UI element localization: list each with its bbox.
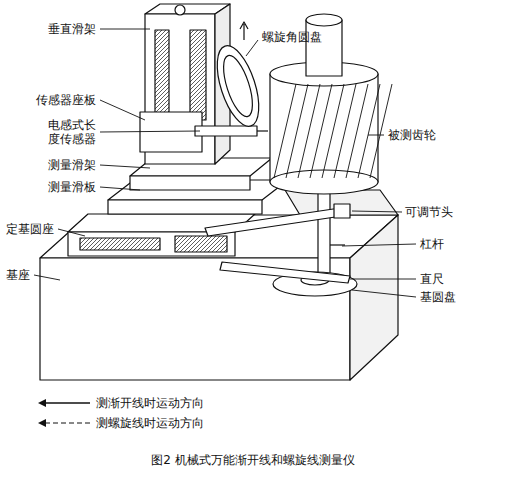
part-label: 被测齿轮 [388, 128, 436, 142]
gear-tooth [346, 84, 368, 178]
column-guide [190, 30, 206, 120]
lever-pin [330, 244, 345, 245]
arbor-top [306, 14, 342, 26]
sensor-seat [140, 112, 202, 152]
gear-tooth [286, 84, 308, 178]
gear-tooth [274, 84, 296, 178]
gear-tooth [310, 84, 332, 178]
lever [205, 208, 342, 236]
carriage-front [130, 176, 250, 190]
base-top [40, 215, 398, 258]
figure-caption: 图2 机械式万能渐开线和螺旋线测量仪 [0, 452, 506, 469]
base-front [40, 258, 350, 380]
part-label: 传感器座板 [36, 93, 96, 107]
legend-text: 测渐开线时运动方向 [96, 396, 204, 410]
column-guide [155, 30, 169, 120]
legend-arrow [36, 417, 92, 429]
legend-text: 测螺旋线时运动方向 [96, 416, 204, 430]
gear-body [270, 74, 378, 182]
gear-tooth [322, 84, 344, 178]
sensor-tip [257, 130, 268, 131]
legend-item: 测渐开线时运动方向 [36, 396, 204, 410]
gear-tooth [358, 84, 380, 178]
sensor-tube [195, 126, 257, 136]
part-label: 基座 [6, 268, 30, 282]
part-label: 定基圆座 [6, 222, 54, 236]
gear-tooth [298, 84, 320, 178]
shaft [318, 185, 330, 280]
part-label: 垂直滑架 [48, 22, 96, 36]
part-label: 测量滑板 [48, 180, 96, 194]
column-knob [175, 5, 185, 15]
part-label: 螺旋角圆盘 [262, 30, 322, 44]
slide-plate-front [108, 200, 262, 214]
gear-tooth [334, 84, 356, 178]
seat-slide [175, 236, 227, 252]
part-label: 直尺 [420, 272, 444, 286]
gear-bottom [270, 170, 378, 194]
adjustable-head [334, 204, 350, 218]
legend-arrow [36, 397, 92, 409]
part-label: 基圆盘 [420, 290, 456, 304]
ruler [220, 262, 350, 283]
part-label: 测量滑架 [48, 158, 96, 172]
base-side [350, 215, 398, 380]
part-label: 杠杆 [420, 237, 444, 251]
helix-disc [209, 41, 267, 131]
part-label: 电感式长 度传感器 [48, 118, 98, 146]
legend-item: 测螺旋线时运动方向 [36, 416, 204, 430]
disc-arrow [240, 22, 248, 40]
seat-screw [80, 238, 160, 250]
part-label: 可调节头 [405, 205, 453, 219]
helix-disc-inner [218, 52, 259, 120]
gear-arbor [306, 20, 342, 76]
leader-lines [34, 29, 416, 297]
